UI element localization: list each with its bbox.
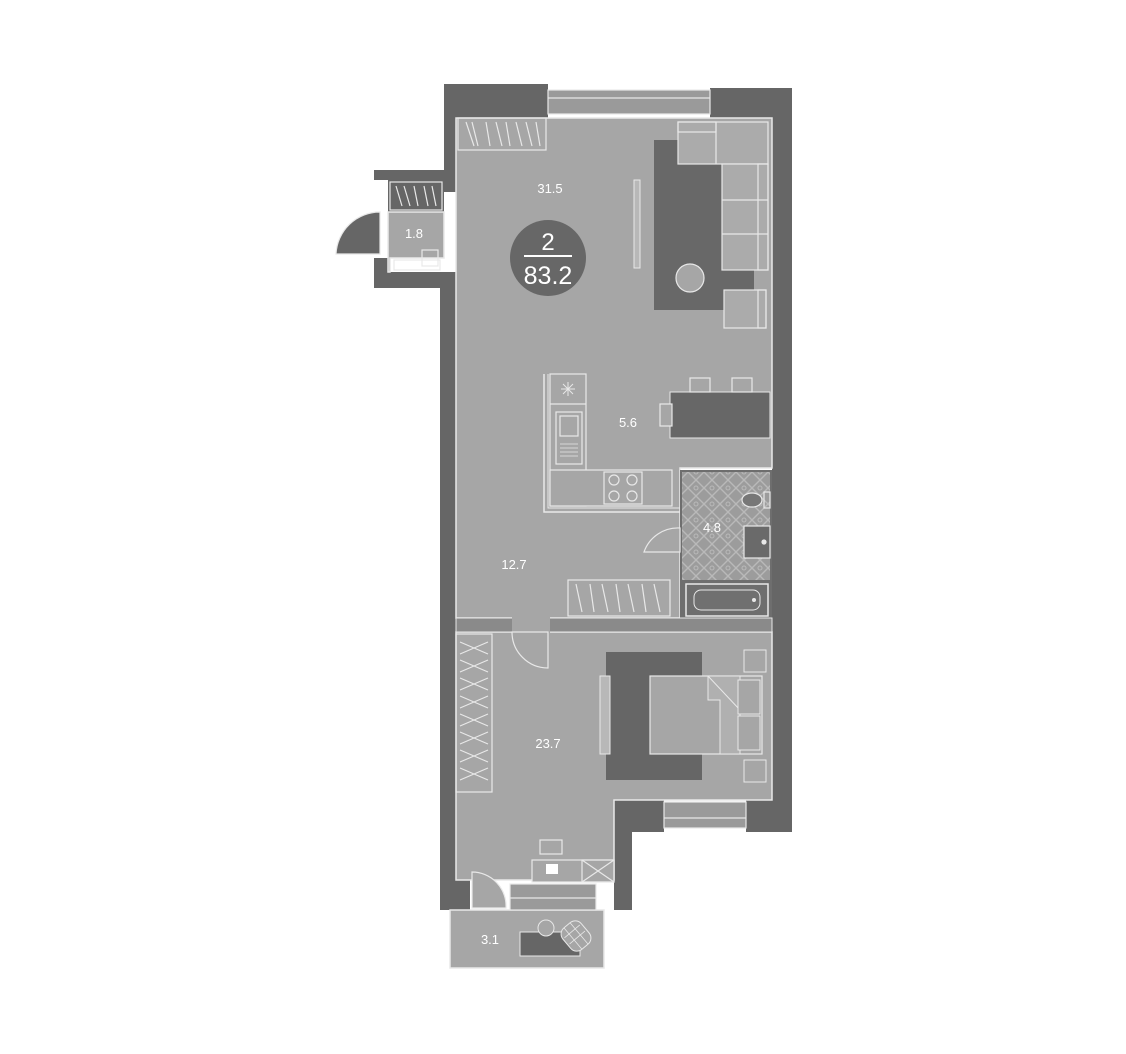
room-label-kitchen: 5.6 (619, 415, 637, 430)
apartment-badge: 2 83.2 (510, 220, 586, 296)
total-area: 83.2 (524, 262, 573, 290)
window-bedroom (663, 801, 747, 829)
door-bathroom (643, 527, 681, 553)
wardrobe-hall (567, 579, 671, 617)
tv (633, 179, 641, 269)
door-entrance (335, 211, 381, 255)
coffee-table (675, 263, 705, 293)
rooms-count: 2 (541, 229, 554, 256)
outer-walls (374, 84, 792, 910)
living-furniture (633, 121, 769, 329)
kitchen-area (543, 374, 680, 513)
hall-bedroom-wall (455, 617, 773, 633)
bathtub (685, 583, 769, 617)
wardrobe-bedroom (455, 633, 493, 793)
room-label-balcony: 3.1 (481, 932, 499, 947)
room-label-bathroom: 4.8 (703, 520, 721, 535)
room-label-hall: 12.7 (501, 557, 526, 572)
bath-sink (743, 525, 771, 559)
stove (603, 471, 643, 505)
dining-set (659, 377, 771, 439)
sofa (677, 121, 769, 271)
room-label-storage: 1.8 (405, 226, 423, 241)
window-top (547, 89, 711, 115)
toilet (741, 491, 771, 509)
bathroom-area (680, 470, 772, 618)
desk (531, 839, 615, 883)
kitchen-sink (555, 411, 583, 465)
wardrobe-living (457, 117, 547, 151)
storage-shelf (389, 181, 443, 271)
balcony-furniture (519, 919, 592, 957)
fridge-icon (561, 382, 575, 396)
armchair (723, 289, 767, 329)
door-bedroom (511, 631, 549, 669)
bed (599, 649, 767, 783)
kitchen-units (549, 373, 673, 507)
door-balcony (471, 871, 507, 909)
room-label-bedroom: 23.7 (535, 736, 560, 751)
room-label-living: 31.5 (537, 181, 562, 196)
balcony-door (509, 883, 597, 911)
